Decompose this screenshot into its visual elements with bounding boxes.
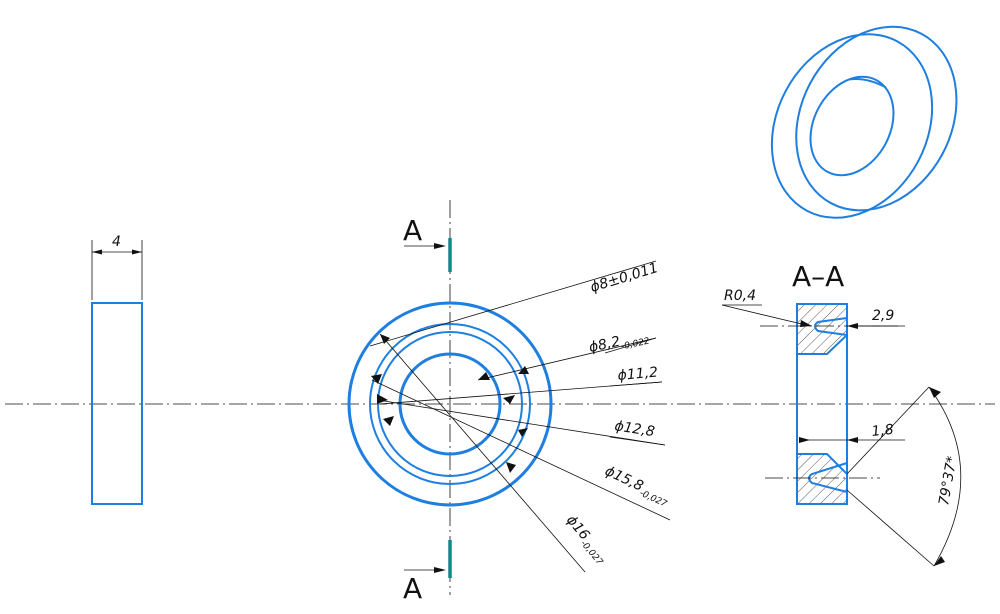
diameter-arrows <box>371 334 529 473</box>
angle-label: 79°37* <box>936 455 960 507</box>
diameter-label-12-8: ϕ12,8 <box>613 418 656 440</box>
front-view: ϕ8±0,011 ϕ8,2-0,022 ϕ11,2 ϕ12,8 ϕ15,8-0,… <box>347 200 672 605</box>
side-view: 4 <box>91 234 143 505</box>
side-view-outline <box>91 302 143 505</box>
radius-label: R0,4 <box>724 288 756 304</box>
diameter-label-11-2: ϕ11,2 <box>617 365 659 384</box>
diameter-label-8-2: ϕ8,2-0,022 <box>588 328 651 359</box>
cut-marker-top: A <box>403 214 452 272</box>
dim-1-8: 1,8 <box>871 422 895 440</box>
cut-label-bottom: A <box>403 572 422 605</box>
side-width-label: 4 <box>112 234 121 250</box>
dim-2-9: 2,9 <box>872 308 894 324</box>
section-view: A–A R0,4 2,9 1,8 79°37* <box>721 260 962 567</box>
cut-label-top: A <box>403 214 422 247</box>
diameter-leaders <box>369 260 671 573</box>
diameter-label-16: ϕ16-0,027 <box>561 512 612 567</box>
radius-leader <box>721 304 811 327</box>
groove-top <box>814 317 848 336</box>
isometric-view <box>770 25 958 219</box>
section-hatch-top <box>796 303 848 355</box>
circle-12-8 <box>377 331 523 477</box>
section-hatch-bottom <box>796 453 848 505</box>
section-title: A–A <box>792 260 844 293</box>
inner-circle <box>398 352 502 456</box>
cut-marker-bottom: A <box>403 540 452 605</box>
angle-arc <box>928 386 962 567</box>
circle-15-8 <box>369 323 531 485</box>
outer-circle <box>347 301 553 507</box>
diameter-label-8: ϕ8±0,011 <box>588 260 660 296</box>
diameter-label-15-8: ϕ15,8-0,027 <box>601 463 672 510</box>
